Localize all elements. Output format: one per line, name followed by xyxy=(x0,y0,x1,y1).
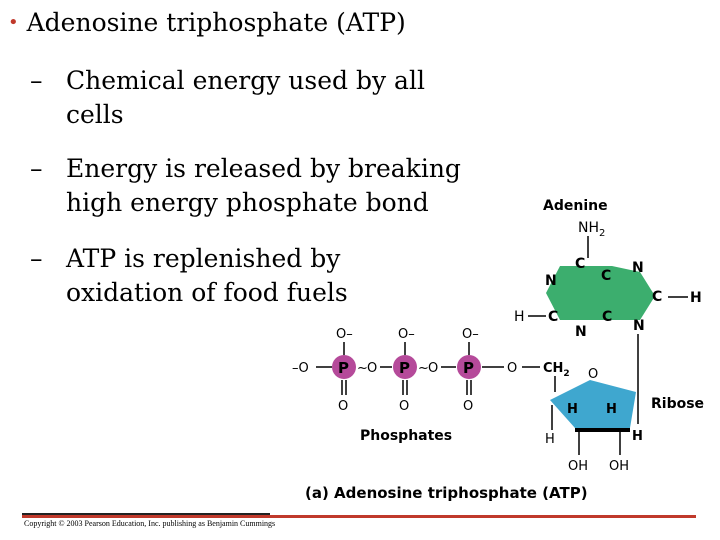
atom-c: C xyxy=(652,289,662,305)
sub-bullet-2: –Energy is released by breaking high ene… xyxy=(30,152,461,220)
sub-bullet-2-line2: high energy phosphate bond xyxy=(66,188,429,217)
svg-text:P: P xyxy=(338,359,349,377)
atom-h: H xyxy=(690,290,702,306)
atom-c: C xyxy=(575,256,585,272)
ring-oxygen: O xyxy=(588,367,598,382)
sub-bullet-3: –ATP is replenished by oxidation of food… xyxy=(30,242,348,310)
sub-bullet-1: –Chemical energy used by all cells xyxy=(30,64,425,132)
sub-bullet-1-line2: cells xyxy=(66,100,124,129)
main-bullet-text: Adenosine triphosphate (ATP) xyxy=(26,8,406,37)
hydroxyl-right: OH xyxy=(609,459,629,474)
svg-text:O: O xyxy=(399,399,409,414)
sub-bullet-1-line1: Chemical energy used by all xyxy=(66,66,425,95)
adenine-five-ring xyxy=(612,266,655,320)
sub-bullet-3-line1: ATP is replenished by xyxy=(66,244,341,273)
footer-divider-red xyxy=(22,515,696,518)
dash-icon: – xyxy=(30,66,43,95)
nh2-text: NH2 xyxy=(578,220,605,239)
dash-icon: – xyxy=(30,244,43,273)
atom-h: H xyxy=(545,432,555,447)
atom-n: N xyxy=(575,324,587,340)
svg-text:O–: O– xyxy=(336,327,353,342)
atp-structure-diagram: Adenine NH2 C C N N C H H C C N N –O O– … xyxy=(292,198,704,502)
bridge-oxygen: O xyxy=(367,361,377,376)
atom-c: C xyxy=(602,309,612,325)
tilde-bond: ~ xyxy=(357,361,368,376)
phosphates-label: Phosphates xyxy=(360,428,452,444)
atom-h: H xyxy=(632,429,643,444)
copyright-text: Copyright © 2003 Pearson Education, Inc.… xyxy=(24,519,276,528)
atom-h: H xyxy=(514,309,525,325)
atom-c: C xyxy=(601,268,611,284)
adenine-six-ring xyxy=(546,266,612,320)
o-minus-left: –O xyxy=(292,361,309,376)
ester-oxygen: O xyxy=(507,361,517,376)
phosphate-2: O– P O xyxy=(393,327,417,414)
bullet-icon: • xyxy=(8,12,19,33)
atom-n: N xyxy=(545,273,557,289)
atom-n: N xyxy=(632,260,644,276)
svg-text:O: O xyxy=(463,399,473,414)
bridge-oxygen: O xyxy=(428,361,438,376)
phosphate-3: O– P O xyxy=(457,327,481,414)
ch2-text: CH2 xyxy=(543,361,570,379)
atom-n: N xyxy=(633,318,645,334)
svg-text:O: O xyxy=(338,399,348,414)
svg-text:O–: O– xyxy=(462,327,479,342)
atom-h: H xyxy=(567,402,578,417)
hydroxyl-left: OH xyxy=(568,459,588,474)
svg-text:P: P xyxy=(399,359,410,377)
atom-h: H xyxy=(606,402,617,417)
tilde-bond: ~ xyxy=(418,361,429,376)
ribose-ring xyxy=(550,380,636,428)
sub-bullet-2-line1: Energy is released by breaking xyxy=(66,154,461,183)
svg-text:P: P xyxy=(463,359,474,377)
main-bullet: • Adenosine triphosphate (ATP) xyxy=(8,6,406,40)
footer-divider-dark xyxy=(22,513,270,515)
atom-c: C xyxy=(548,309,558,325)
sub-bullet-3-line2: oxidation of food fuels xyxy=(66,278,348,307)
figure-caption: (a) Adenosine triphosphate (ATP) xyxy=(305,484,588,502)
svg-text:O–: O– xyxy=(398,327,415,342)
adenine-label: Adenine xyxy=(543,198,608,214)
dash-icon: – xyxy=(30,154,43,183)
ribose-label: Ribose xyxy=(651,396,704,412)
phosphate-1: O– P O xyxy=(332,327,356,414)
